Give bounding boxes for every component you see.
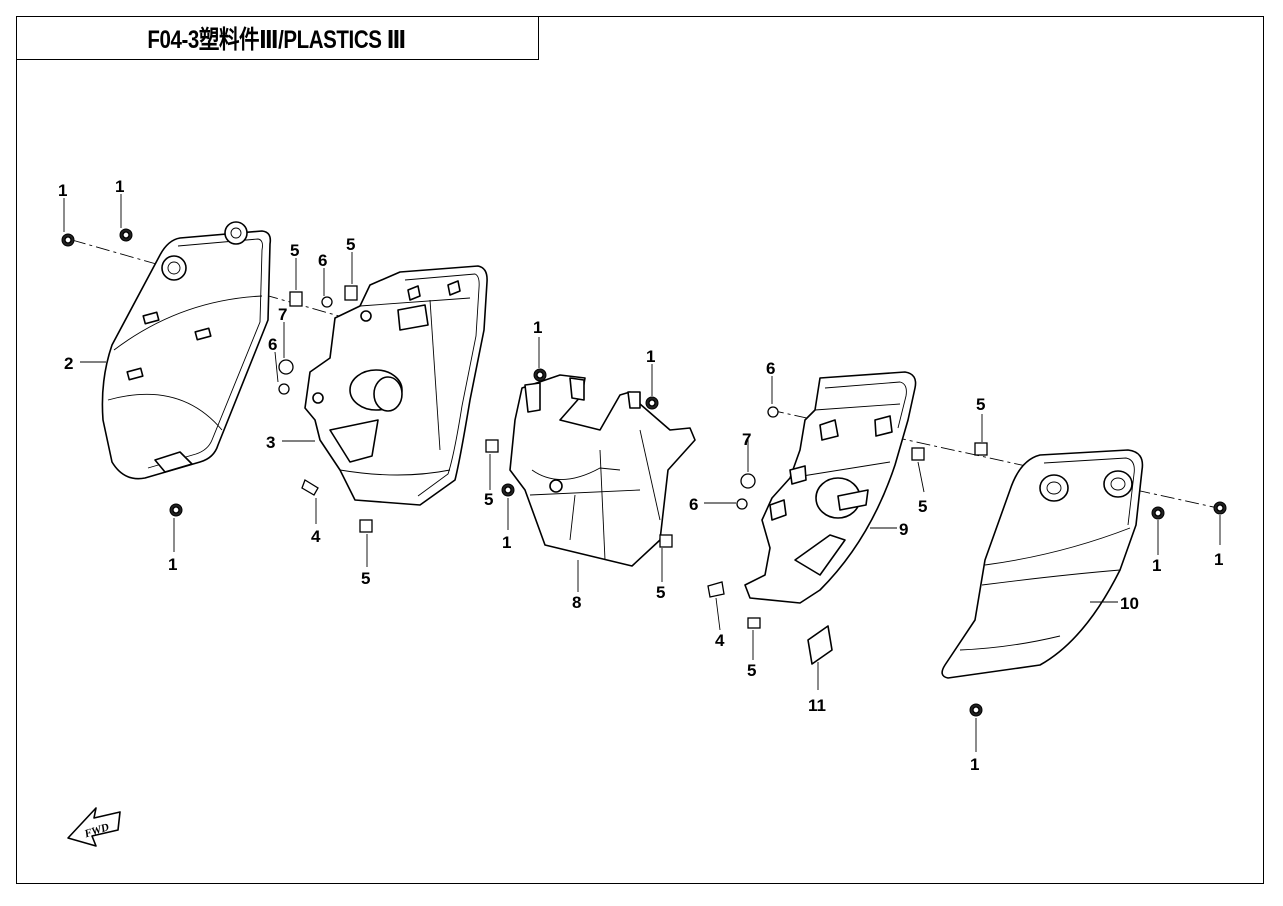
callout-5: 5 — [361, 569, 370, 588]
clip-icon — [911, 447, 925, 461]
screw-icon — [321, 296, 333, 308]
screw-icon — [278, 383, 290, 395]
callout-2: 2 — [64, 354, 73, 373]
callout-5: 5 — [346, 235, 355, 254]
grommet-icon — [278, 359, 294, 375]
callout-6: 6 — [766, 359, 775, 378]
callouts: 1 1 1 1 1 1 1 1 1 2 3 4 4 5 5 5 5 5 5 5 … — [58, 177, 1223, 774]
screw-icon — [767, 406, 779, 418]
callout-9: 9 — [899, 520, 908, 539]
callout-8: 8 — [572, 593, 581, 612]
callout-11: 11 — [808, 696, 826, 715]
clip-icon — [485, 439, 499, 453]
callout-5: 5 — [656, 583, 665, 602]
callout-5: 5 — [918, 497, 927, 516]
clip-icon — [359, 519, 373, 533]
clip-icon — [747, 617, 761, 629]
part-11-label — [807, 625, 833, 665]
part-10-right-side-cover — [941, 449, 1144, 679]
callout-4: 4 — [715, 631, 725, 650]
callout-6: 6 — [318, 251, 327, 270]
part-3-left-inner-panel — [304, 265, 488, 506]
bolt-icon — [501, 483, 515, 497]
callout-1: 1 — [58, 181, 67, 200]
fwd-arrow-icon: FWD — [67, 807, 121, 847]
bolt-icon — [61, 233, 75, 247]
title-block: F04-3塑料件Ⅲ/PLASTICS Ⅲ — [16, 16, 539, 60]
clip-icon — [289, 291, 303, 307]
bolt-icon — [969, 703, 983, 717]
callout-1: 1 — [646, 347, 655, 366]
callout-1: 1 — [115, 177, 124, 196]
callout-1: 1 — [970, 755, 979, 774]
callout-5: 5 — [290, 241, 299, 260]
callout-1: 1 — [168, 555, 177, 574]
grommet-icon — [740, 473, 756, 489]
bolt-icon — [533, 368, 547, 382]
callout-6: 6 — [689, 495, 698, 514]
bolt-icon — [169, 503, 183, 517]
callout-5: 5 — [747, 661, 756, 680]
part-9-right-inner-panel — [744, 371, 917, 604]
callout-3: 3 — [266, 433, 275, 452]
bolt-icon — [119, 228, 133, 242]
bolt-icon — [1213, 501, 1227, 515]
part-2-left-side-cover — [101, 221, 272, 480]
callout-1: 1 — [502, 533, 511, 552]
callout-10: 10 — [1120, 594, 1139, 613]
clip-icon — [659, 534, 673, 548]
fasteners — [61, 228, 1227, 717]
part-8-center-bracket — [509, 374, 696, 567]
drawing-frame — [16, 16, 1264, 884]
callout-1: 1 — [1214, 550, 1223, 569]
screw-icon — [736, 498, 748, 510]
nut-icon — [707, 581, 725, 598]
nut-icon — [301, 479, 319, 496]
callout-7: 7 — [742, 430, 751, 449]
callout-1: 1 — [1152, 556, 1161, 575]
callout-1: 1 — [533, 318, 542, 337]
callout-4: 4 — [311, 527, 321, 546]
callout-5: 5 — [976, 395, 985, 414]
bolt-icon — [1151, 506, 1165, 520]
bolt-icon — [645, 396, 659, 410]
callout-6: 6 — [268, 335, 277, 354]
leader-lines — [63, 194, 1221, 752]
page-title: F04-3塑料件Ⅲ/PLASTICS Ⅲ — [147, 25, 407, 54]
clip-icon — [344, 285, 358, 301]
callout-5: 5 — [484, 490, 493, 509]
clip-icon — [974, 442, 988, 456]
callout-7: 7 — [278, 305, 287, 324]
